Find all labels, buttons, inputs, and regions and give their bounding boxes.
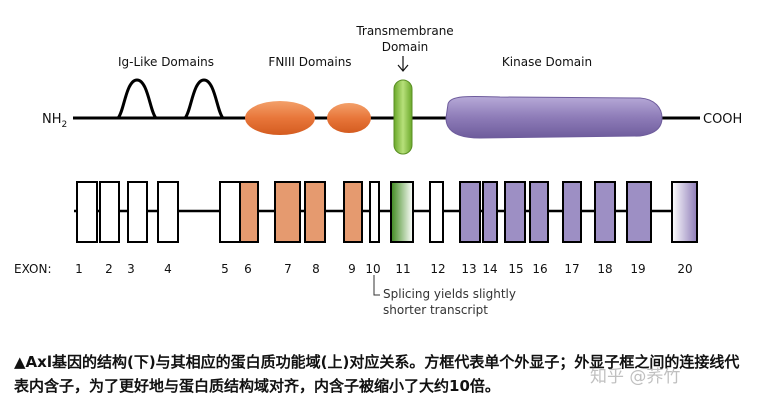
fniii-domains-label: FNIII Domains [268, 55, 351, 69]
exon-number-6: 6 [244, 262, 252, 276]
exon-box-10 [369, 181, 380, 243]
exon-box-2 [99, 181, 120, 243]
exon-boxes [76, 181, 698, 243]
exon-box-11 [390, 181, 414, 243]
exon-number-3: 3 [127, 262, 135, 276]
exon-box-6 [239, 181, 259, 243]
exon-box-16 [529, 181, 549, 243]
axl-gene-protein-diagram: NH2 Ig-Like Domains FNIII Domains Transm… [14, 24, 742, 317]
fniii-domain-2 [327, 103, 371, 133]
exon-number-11: 11 [395, 262, 410, 276]
splicing-annotation-line2: shorter transcript [383, 303, 488, 317]
exon-number-13: 13 [461, 262, 476, 276]
n-terminus-subscript: 2 [62, 120, 68, 130]
exon-number-10: 10 [365, 262, 380, 276]
exon-box-5 [219, 181, 241, 243]
n-terminus-label: NH2 [42, 112, 67, 130]
kinase-domain [445, 95, 663, 139]
transmembrane-domain [393, 79, 413, 155]
ig-like-domain-2 [183, 78, 225, 120]
watermark: 知乎 @荞竹 [590, 367, 681, 387]
exon-box-13 [459, 181, 481, 243]
exon-box-9 [343, 181, 363, 243]
exon-number-2: 2 [105, 262, 113, 276]
exon-number-19: 19 [630, 262, 645, 276]
exon-box-15 [504, 181, 526, 243]
exon-number-16: 16 [532, 262, 547, 276]
exon-number-15: 15 [508, 262, 523, 276]
figure-caption: ▲Axl基因的结构(下)与其相应的蛋白质功能域(上)对应关系。方框代表单个外显子… [14, 353, 740, 395]
transmembrane-label-line1: Transmembrane [355, 24, 453, 38]
exon-number-1: 1 [75, 262, 83, 276]
transmembrane-arrow [397, 56, 409, 72]
protein-schematic: NH2 Ig-Like Domains FNIII Domains Transm… [42, 24, 742, 155]
exon-box-8 [304, 181, 326, 243]
splicing-annotation-line1: Splicing yields slightly [383, 287, 516, 301]
exon-number-18: 18 [597, 262, 612, 276]
kinase-domain-label: Kinase Domain [502, 55, 592, 69]
exon-number-8: 8 [312, 262, 320, 276]
exon-box-7 [274, 181, 301, 243]
exon-box-17 [562, 181, 582, 243]
exon-number-17: 17 [564, 262, 579, 276]
exon-box-19 [626, 181, 652, 243]
exon-box-3 [127, 181, 148, 243]
exon-box-12 [429, 181, 444, 243]
exon-row-label: EXON: [14, 262, 52, 276]
exon-box-1 [76, 181, 98, 243]
c-terminus-label: COOH [703, 112, 742, 127]
exon-box-4 [157, 181, 179, 243]
exon-number-5: 5 [221, 262, 229, 276]
exon-box-18 [594, 181, 616, 243]
exon-box-20 [671, 181, 698, 243]
exon-number-12: 12 [430, 262, 445, 276]
exon-number-20: 20 [677, 262, 692, 276]
fniii-domain-1 [245, 101, 315, 135]
exon-number-4: 4 [164, 262, 172, 276]
exon-box-14 [482, 181, 498, 243]
exon-number-14: 14 [482, 262, 497, 276]
ig-like-domains-label: Ig-Like Domains [118, 55, 214, 69]
exon-number-7: 7 [284, 262, 292, 276]
ig-like-domain-1 [116, 78, 158, 120]
transmembrane-label-line2: Domain [382, 40, 429, 54]
exon-number-9: 9 [348, 262, 356, 276]
splicing-annotation-bracket [373, 275, 380, 296]
